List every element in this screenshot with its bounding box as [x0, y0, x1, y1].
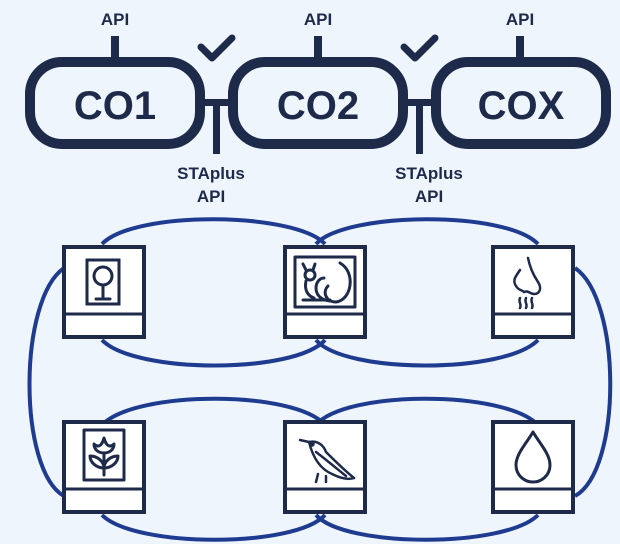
check-icon [197, 34, 236, 62]
bird-icon [298, 438, 356, 484]
sensor-card-tree [62, 245, 146, 339]
observatory-co2-label: CO2 [277, 84, 359, 128]
flower-icon [82, 428, 126, 482]
observatory-cox: COX [431, 57, 611, 149]
staplus-label-1-line1: STAplus [177, 164, 245, 183]
observatory-cox-label: COX [478, 84, 565, 128]
api-connector-co2 [314, 36, 322, 58]
squirrel-icon [293, 255, 357, 309]
sensor-card-nose [491, 245, 575, 339]
api-label-cox: API [506, 10, 534, 29]
api-connector-cox [516, 36, 524, 58]
sensor-card-squirrel [283, 245, 367, 339]
staplus-label-2-line1: STAplus [395, 164, 463, 183]
staplus-label-1-line2: API [197, 187, 225, 206]
observatory-co2: CO2 [228, 57, 408, 149]
api-connector-co1 [111, 36, 119, 58]
staplus-label-2-line2: API [415, 187, 443, 206]
sensor-network-links [27, 217, 613, 542]
sensor-card-flower [62, 420, 146, 514]
nose-icon [513, 256, 542, 310]
sensor-card-water [491, 420, 575, 514]
tree-icon [85, 258, 121, 306]
api-label-co2: API [304, 10, 332, 29]
api-label-co1: API [101, 10, 129, 29]
staplus-link-2 [403, 99, 436, 154]
staplus-link-1 [200, 99, 233, 154]
check-icon [400, 34, 439, 62]
water-drop-icon [514, 430, 552, 484]
observatory-co1: CO1 [25, 57, 205, 149]
sensor-card-bird [283, 420, 367, 514]
observatory-co1-label: CO1 [74, 84, 156, 128]
